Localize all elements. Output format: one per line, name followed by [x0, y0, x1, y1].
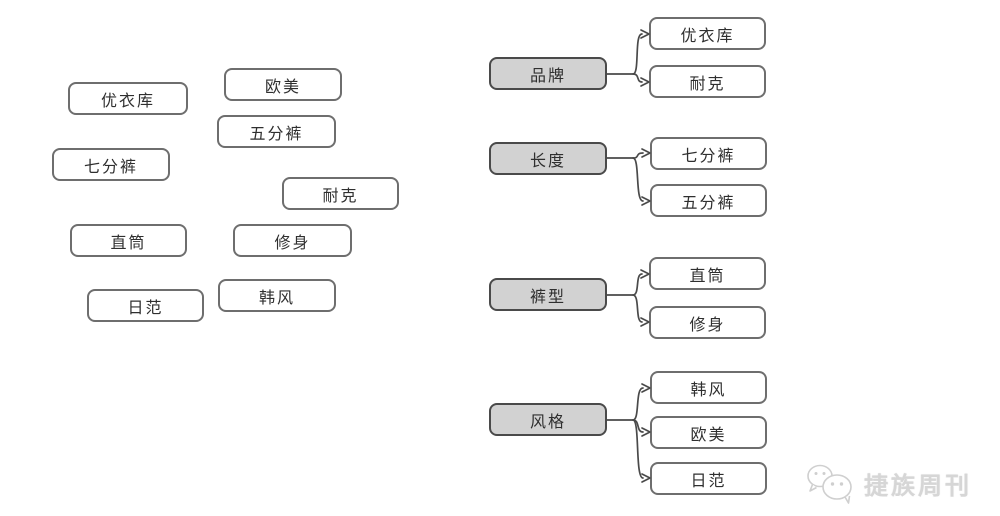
child-box: 耐克: [649, 65, 766, 98]
child-box: 韩风: [650, 371, 767, 404]
category-box: 风格: [489, 403, 607, 436]
wechat-icon: [807, 464, 852, 504]
category-box: 长度: [489, 142, 607, 175]
keyword-box: 欧美: [224, 68, 342, 101]
child-box: 欧美: [650, 416, 767, 449]
child-box: 优衣库: [649, 17, 766, 50]
keyword-box: 五分裤: [217, 115, 336, 148]
child-box: 五分裤: [650, 184, 767, 217]
keyword-box: 修身: [233, 224, 352, 257]
child-box: 七分裤: [650, 137, 767, 170]
keyword-box: 耐克: [282, 177, 399, 210]
child-box: 日范: [650, 462, 767, 495]
category-box: 裤型: [489, 278, 607, 311]
keyword-box: 韩风: [218, 279, 336, 312]
keyword-box: 日范: [87, 289, 204, 322]
child-box: 修身: [649, 306, 766, 339]
keyword-box: 七分裤: [52, 148, 170, 181]
keyword-box: 直筒: [70, 224, 187, 257]
child-box: 直筒: [649, 257, 766, 290]
keyword-box: 优衣库: [68, 82, 188, 115]
category-box: 品牌: [489, 57, 607, 90]
watermark-text: 捷族周刊: [864, 472, 972, 500]
watermark: 捷族周刊: [804, 462, 972, 504]
